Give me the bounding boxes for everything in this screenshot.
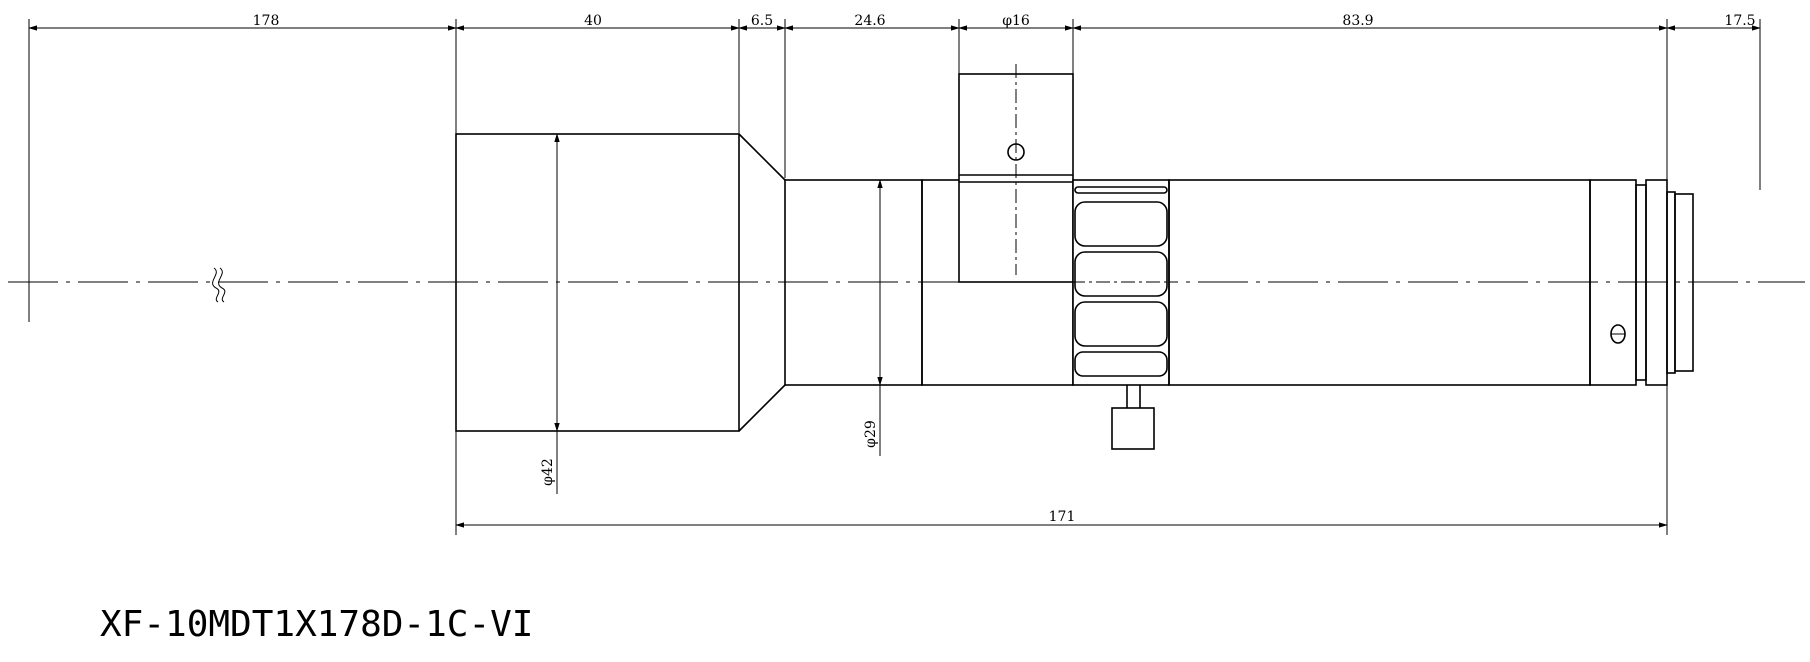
dim-24-6: 24.6 <box>854 13 885 29</box>
dim-phi-42: φ42 <box>540 458 556 486</box>
diameter-dimension-lines <box>554 133 883 494</box>
front-barrel <box>455 133 786 432</box>
dim-17-5: 17.5 <box>1724 13 1755 29</box>
dim-171: 171 <box>1049 509 1076 525</box>
locking-screw <box>1111 385 1155 450</box>
break-symbol <box>212 267 226 303</box>
extension-lines <box>28 19 1761 535</box>
model-number: XF-10MDT1X178D-1C-VI <box>100 604 533 645</box>
dim-phi-16: φ16 <box>1002 13 1030 29</box>
focus-ring <box>1071 179 1171 386</box>
camera-mount <box>1635 179 1694 386</box>
dim-83-9: 83.9 <box>1342 13 1373 29</box>
side-mount-block <box>958 64 1074 283</box>
dim-40: 40 <box>584 13 602 29</box>
dim-phi-29: φ29 <box>863 420 879 448</box>
dim-178: 178 <box>253 13 280 29</box>
dim-6-5: 6.5 <box>751 13 773 29</box>
